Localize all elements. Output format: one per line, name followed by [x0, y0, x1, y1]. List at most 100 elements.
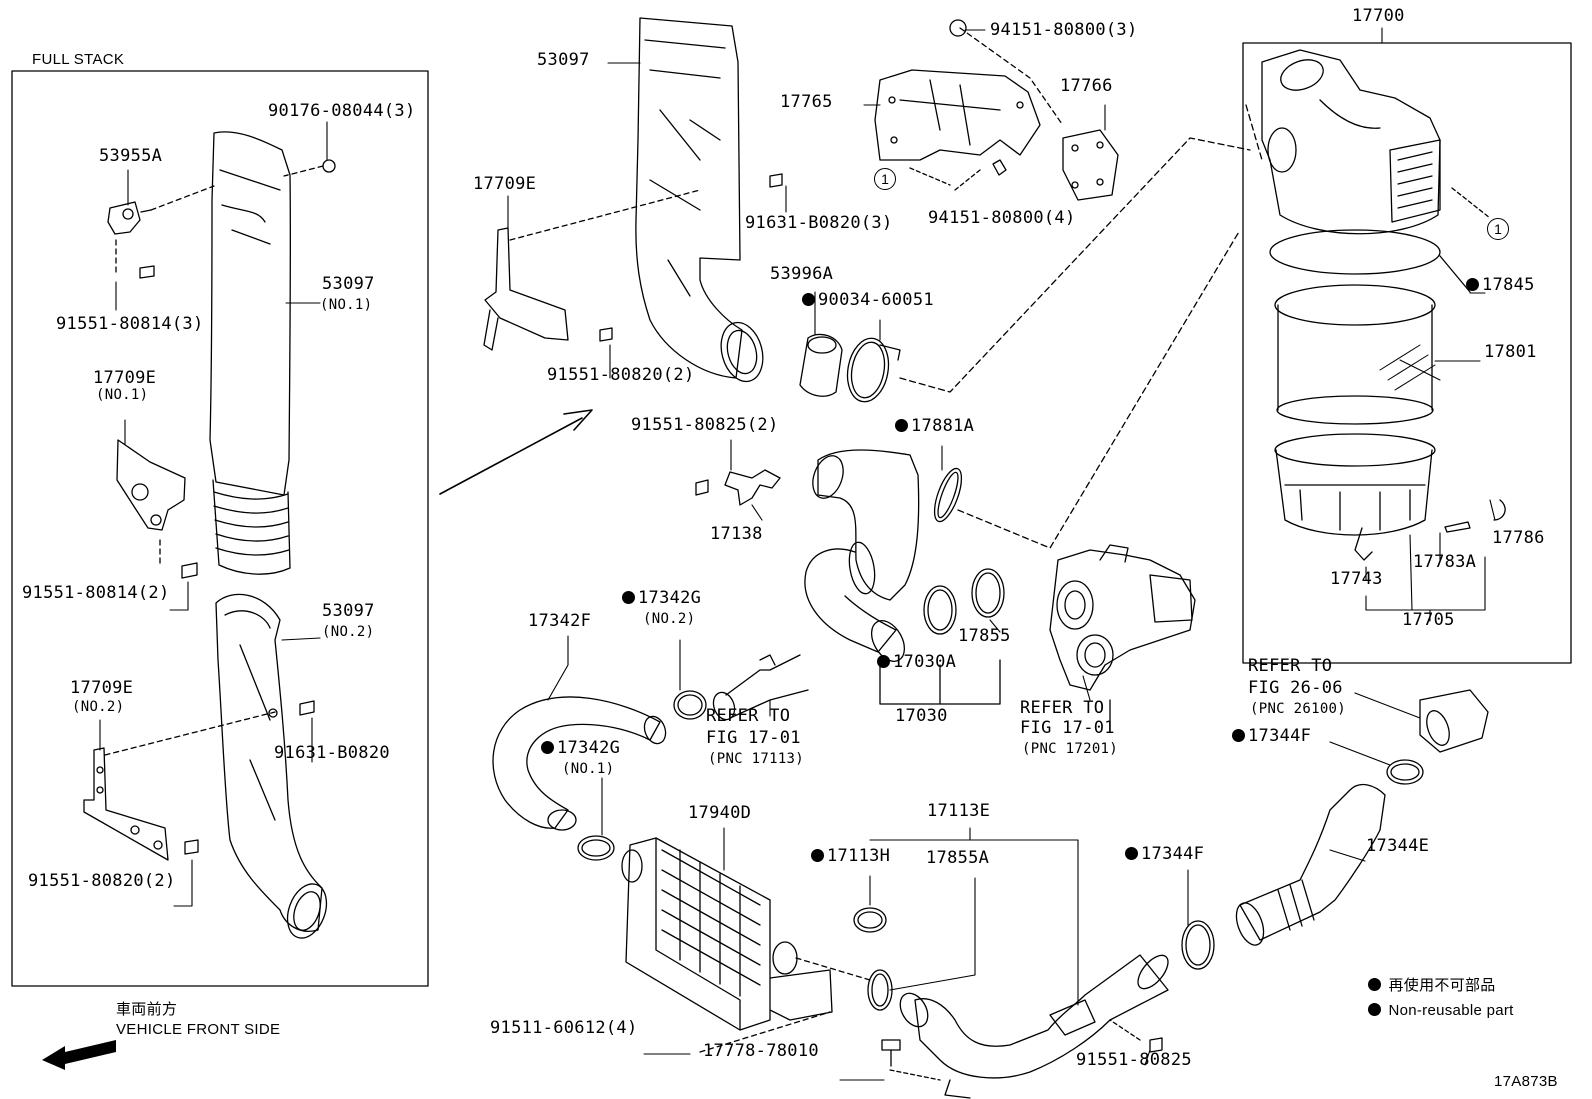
dash-line-turbo	[957, 229, 1241, 549]
air-cleaner-drawing	[1245, 49, 1506, 561]
label-17709E-no2: 17709E	[70, 678, 134, 698]
clamp-17344F-lower	[1181, 920, 1215, 970]
label-17030A-text: 17030A	[893, 652, 957, 672]
legend-dot-icon	[1368, 978, 1381, 991]
legend-en-text: Non-reusable part	[1388, 1002, 1514, 1019]
refer-17113-line3: (PNC 17113)	[708, 751, 805, 767]
refer-17113-line2: FIG 17-01	[706, 728, 801, 748]
label-17709E-no1: 17709E	[93, 368, 157, 388]
label-91631-B0820-3: 91631-B0820(3)	[745, 213, 893, 233]
non-reusable-dot-icon	[895, 419, 908, 432]
clamp-90034	[846, 337, 901, 403]
label-no2b: (NO.2)	[72, 699, 125, 715]
label-17344F-lower-text: 17344F	[1141, 844, 1205, 864]
label-17709E-top: 17709E	[473, 174, 537, 194]
label-17342G-no1: 17342G	[541, 740, 620, 757]
ref-circle-1b: 1	[1487, 218, 1509, 240]
full-stack-frame	[11, 70, 429, 987]
label-17344F-lower: 17344F	[1125, 846, 1204, 863]
refer-17201-line2: FIG 17-01	[1020, 718, 1115, 738]
dash-line-air	[899, 137, 1251, 393]
turbo-drawing	[1049, 544, 1196, 721]
label-17765: 17765	[780, 92, 833, 112]
label-17113E: 17113E	[927, 801, 991, 821]
stack-no1-drawing	[209, 131, 336, 575]
non-reusable-dot-icon	[1232, 729, 1245, 742]
non-reusable-dot-icon	[802, 293, 815, 306]
label-91551-80814-2: 91551-80814(2)	[22, 583, 170, 603]
label-no1: (NO.1)	[320, 297, 373, 313]
label-94151-3: 94151-80800(3)	[990, 20, 1138, 40]
refer-26100-line2: FIG 26-06	[1248, 678, 1343, 698]
clamp-17342G-no2	[673, 690, 707, 720]
label-no2: (NO.2)	[322, 624, 375, 640]
non-reusable-dot-icon	[541, 741, 554, 754]
non-reusable-dot-icon	[877, 655, 890, 668]
label-17940D: 17940D	[688, 803, 752, 823]
label-91551-80814-3: 91551-80814(3)	[56, 314, 204, 334]
front-direction-arrow-icon	[42, 1040, 116, 1070]
legend-jp-text: 再使用不可部品	[1388, 977, 1496, 994]
bracket-17138	[695, 469, 781, 506]
bracket-17709E-no1	[116, 439, 198, 579]
label-91631-B0820: 91631-B0820	[274, 743, 390, 763]
stack-no2-drawing	[104, 593, 328, 939]
ref-circle-1a: 1	[874, 168, 896, 190]
bracket-17765	[874, 19, 1063, 191]
leader-lines	[99, 27, 1496, 1081]
legend-dot-icon	[1368, 1003, 1381, 1016]
label-90176: 90176-08044(3)	[268, 101, 416, 121]
label-no1c: (NO.1)	[562, 761, 615, 777]
non-reusable-dot-icon	[1125, 847, 1138, 860]
bolt-17778	[881, 1039, 901, 1067]
gasket-17845-shape	[1269, 229, 1441, 275]
refer-17201-line3: (PNC 17201)	[1022, 741, 1119, 757]
label-17344F-upper: 17344F	[1232, 728, 1311, 745]
hose-17344E-drawing	[1235, 783, 1386, 946]
hose-53996A-drawing	[799, 333, 843, 397]
bracket-17709E-no2	[83, 747, 199, 861]
full-stack-label: FULL STACK	[32, 51, 125, 68]
bolt-91551-80825	[1109, 1019, 1163, 1053]
refer-26100-line1: REFER TO	[1248, 656, 1333, 676]
label-17786: 17786	[1492, 528, 1545, 548]
non-reusable-dot-icon	[811, 849, 824, 862]
clamp-17342G-no1	[577, 835, 615, 861]
label-91511-60612: 91511-60612(4)	[490, 1018, 638, 1038]
label-17138: 17138	[710, 524, 763, 544]
label-17783A: 17783A	[1413, 552, 1477, 572]
direction-jp: 車両前方	[116, 1001, 178, 1018]
label-53955A: 53955A	[99, 146, 163, 166]
snorkel-53097-drawing	[509, 17, 783, 383]
stack-arrow	[439, 409, 593, 495]
label-17113H: 17113H	[811, 848, 890, 865]
label-17845-text: 17845	[1482, 275, 1535, 295]
label-17030: 17030	[895, 706, 948, 726]
label-91551-80820-2b: 91551-80820(2)	[547, 365, 695, 385]
clamp-pair-17030	[879, 568, 1005, 705]
bracket-17709E-top	[483, 227, 613, 351]
non-reusable-dot-icon	[1466, 278, 1479, 291]
label-17743: 17743	[1330, 569, 1383, 589]
legend-jp: 再使用不可部品	[1368, 978, 1496, 993]
label-17342G-no2-text: 17342G	[638, 588, 702, 608]
non-reusable-dot-icon	[622, 591, 635, 604]
clamp-17881A	[933, 467, 963, 523]
label-17344E: 17344E	[1366, 836, 1430, 856]
clamp-17344F-upper	[1386, 759, 1424, 785]
clamp-17113H	[853, 907, 887, 933]
label-53996A: 53996A	[770, 264, 834, 284]
label-91551-80820-2a: 91551-80820(2)	[28, 871, 176, 891]
label-17855A: 17855A	[926, 848, 990, 868]
label-53097-no1: 53097	[322, 274, 375, 294]
label-90034-60051: 90034-60051	[802, 292, 934, 309]
label-17845: 17845	[1466, 277, 1535, 294]
label-53097-no2: 53097	[322, 601, 375, 621]
diagram-code: 17A873B	[1494, 1073, 1558, 1090]
label-17030A: 17030A	[877, 654, 956, 671]
label-17801: 17801	[1484, 342, 1537, 362]
label-17342F: 17342F	[528, 611, 592, 631]
label-17881A: 17881A	[895, 418, 974, 435]
